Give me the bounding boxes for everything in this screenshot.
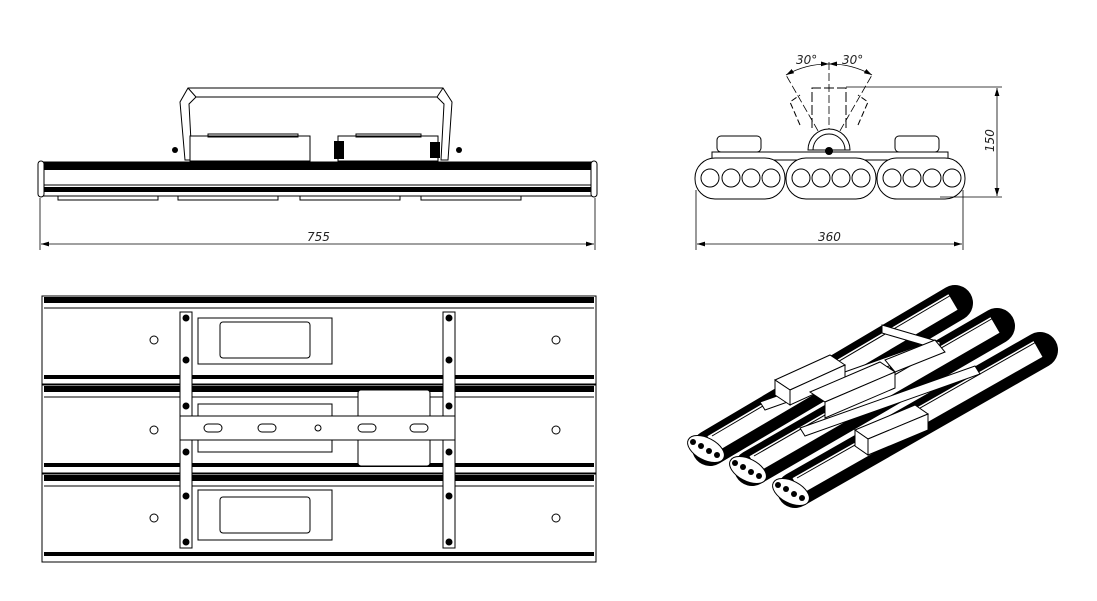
height-dimension: 150 <box>846 86 1002 198</box>
length-dimension-label: 755 <box>307 230 330 244</box>
side-view: 30° 30° 360 <box>694 53 1002 250</box>
tilt-right-label: 30° <box>842 53 863 67</box>
length-dimension: 755 <box>39 198 596 250</box>
cable-gland <box>334 141 344 159</box>
diffuser-tabs <box>57 195 522 201</box>
tilt-left-label: 30° <box>796 53 817 67</box>
driver-box <box>189 135 311 162</box>
isometric-view <box>687 285 1058 508</box>
top-view <box>41 295 597 563</box>
mounting-bracket <box>172 87 462 161</box>
tilt-angle-indicator: 30° 30° <box>785 53 873 160</box>
width-dimension-label: 360 <box>818 230 841 244</box>
driver-box <box>337 135 439 162</box>
light-modules <box>694 157 966 200</box>
width-dimension: 360 <box>695 190 964 250</box>
height-dimension-label: 150 <box>983 129 997 152</box>
front-view: 755 <box>37 87 598 250</box>
iso-end-caps <box>687 434 810 507</box>
